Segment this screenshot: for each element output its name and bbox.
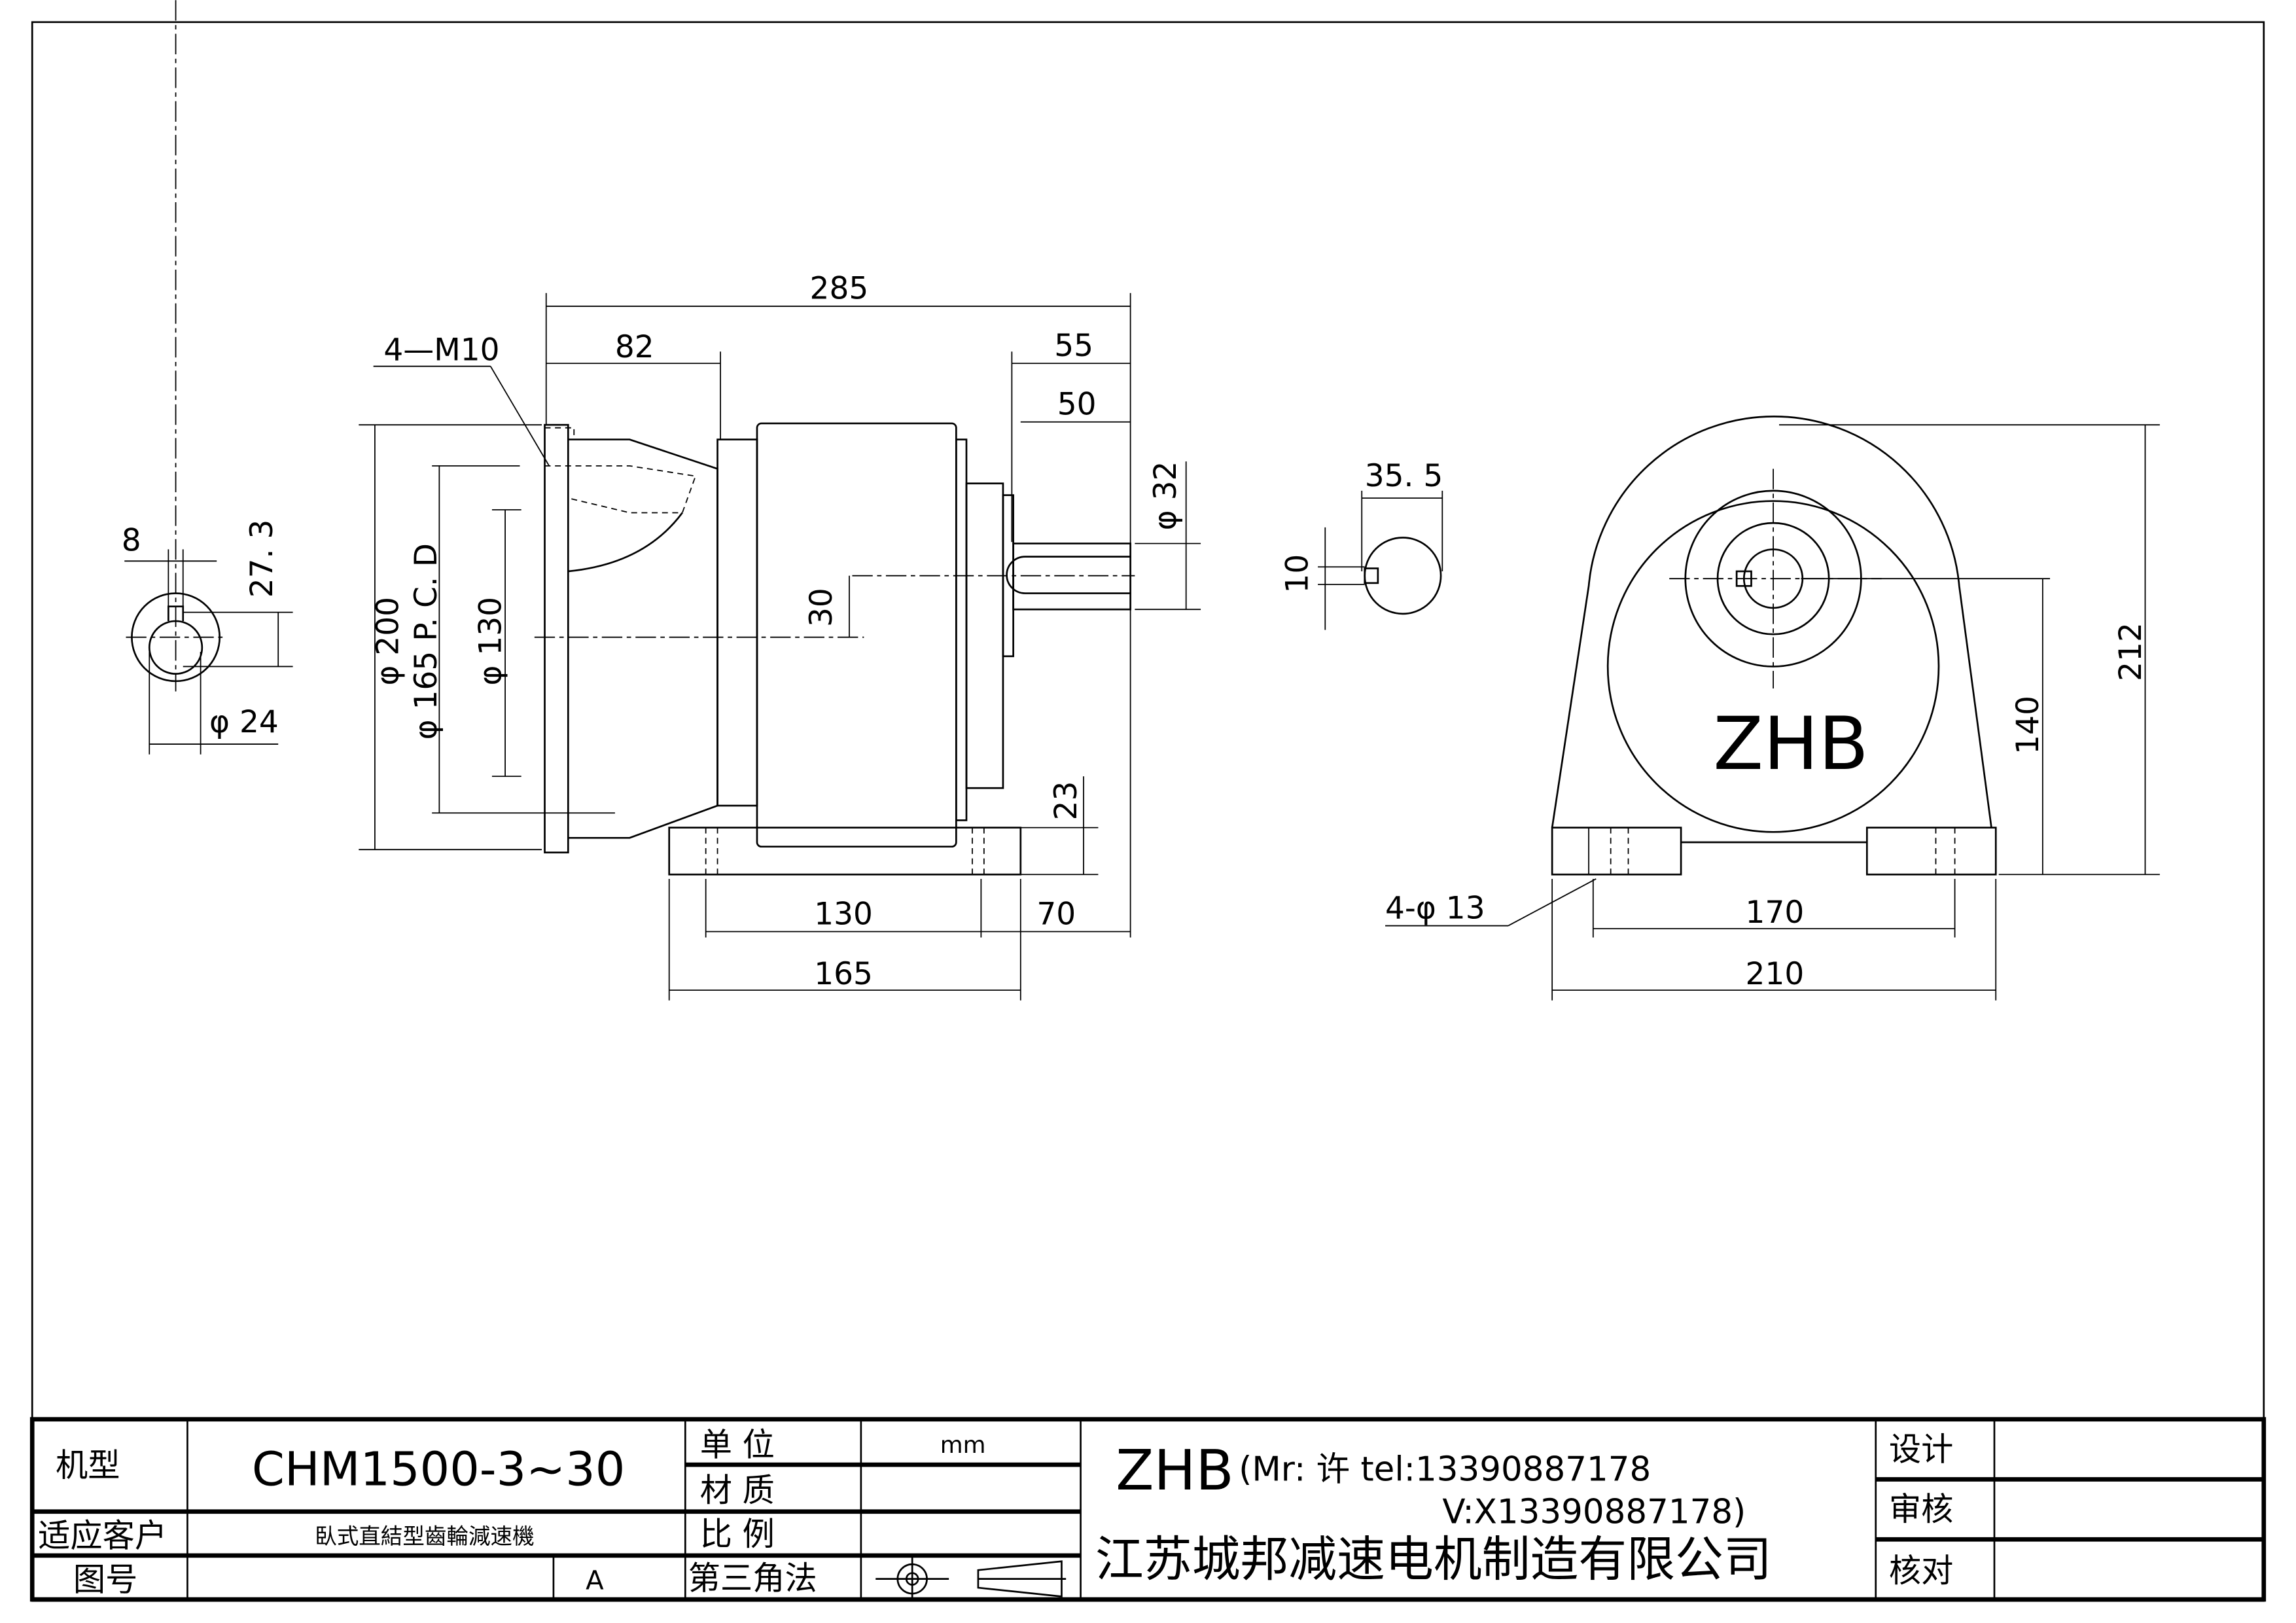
- flange-od-label: φ 200: [370, 597, 406, 686]
- third-angle-projection-icon: [875, 1555, 1067, 1599]
- flange-depth-label: 82: [615, 329, 654, 365]
- shaft-dia-label: φ 32: [1148, 461, 1184, 531]
- drawing-no-label: 图号: [73, 1561, 137, 1599]
- foot-hole-span-label: 170: [1746, 895, 1805, 931]
- projection-label: 第三角法: [688, 1559, 817, 1597]
- foot-width-label: 210: [1746, 956, 1805, 992]
- shaft-key-width-label: 10: [1279, 554, 1315, 594]
- shaft-key-height-label: 35. 5: [1365, 458, 1443, 494]
- side-view: 285 82 4—M10 55 50 φ 32 30 φ 200 φ 165 P…: [359, 271, 1201, 1001]
- nameplate-logo: ZHB: [1713, 702, 1869, 787]
- company-name: 江苏城邦减速电机制造有限公司: [1095, 1531, 1772, 1588]
- key-height-label: 27. 3: [244, 520, 280, 598]
- title-block: 机型 CHM1500-3~30 适应客户 臥式直結型齒輪減速機 图号 A 单 位…: [29, 1417, 2267, 1602]
- review-label: 审核: [1889, 1490, 1953, 1528]
- center-height-label: 140: [2010, 696, 2046, 755]
- scale-label: 比 例: [700, 1515, 775, 1553]
- base-holes-span-label: 130: [814, 896, 873, 932]
- key-width-label: 8: [122, 523, 141, 559]
- overall-length-label: 285: [810, 271, 869, 307]
- front-view: ZHB 4-φ 13 170 210 140 212: [1385, 416, 2160, 1001]
- contact-line2: V:X13390887178): [1442, 1493, 1746, 1532]
- base-height-label: 23: [1048, 781, 1084, 821]
- unit-label: 单 位: [700, 1426, 775, 1464]
- shaft-total-label: 55: [1054, 328, 1093, 364]
- pcd-label: φ 165 P. C. D: [408, 543, 444, 740]
- customer-label: 适应客户: [38, 1516, 167, 1554]
- foot-holes-label: 4-φ 13: [1385, 890, 1485, 926]
- check-label: 核对: [1889, 1552, 1953, 1590]
- total-height-label: 212: [2113, 622, 2149, 681]
- description: 臥式直結型齒輪減速機: [315, 1524, 534, 1549]
- shaft-key-label: 50: [1057, 387, 1097, 423]
- thread-holes-label: 4—M10: [383, 332, 499, 368]
- model-label: 机型: [56, 1446, 120, 1484]
- shaft-end-view: 35. 5 10: [1279, 458, 1443, 630]
- spigot-label: φ 130: [472, 597, 508, 686]
- brand: ZHB: [1116, 1438, 1234, 1503]
- bore-end-view: 8 27. 3 φ 24: [122, 0, 293, 755]
- base-length-label: 165: [814, 956, 873, 992]
- revision: A: [586, 1565, 604, 1596]
- bore-dia-label: φ 24: [209, 704, 279, 740]
- base-to-shaft-label: 70: [1036, 896, 1076, 932]
- sheet-border: [31, 21, 2265, 1602]
- unit-value: mm: [940, 1432, 986, 1459]
- contact-line1: (Mr: 许 tel:13390887178: [1239, 1450, 1651, 1489]
- shaft-offset-label: 30: [804, 588, 839, 627]
- design-label: 设计: [1889, 1430, 1953, 1468]
- model-value: CHM1500-3~30: [252, 1442, 625, 1496]
- material-label: 材 质: [700, 1471, 775, 1509]
